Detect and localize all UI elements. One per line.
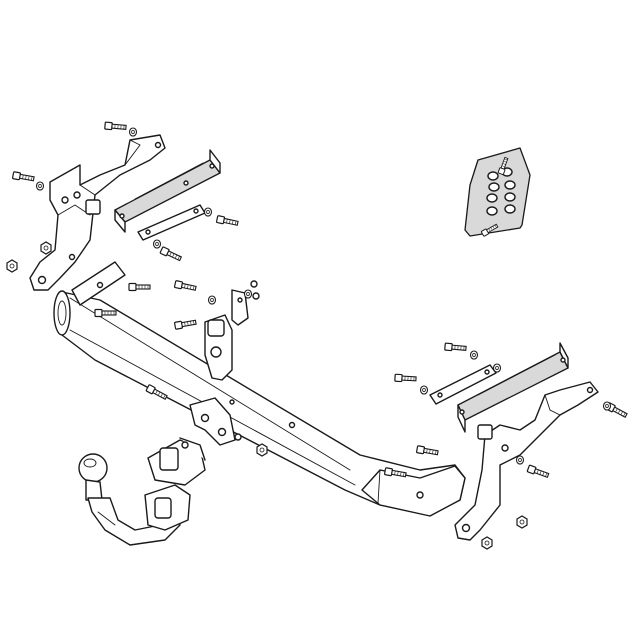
right-side-bracket xyxy=(454,381,599,541)
main-crossbar xyxy=(53,261,466,517)
tow-ball-neck xyxy=(78,453,181,546)
right-upper-channel xyxy=(457,342,569,433)
left-side-bracket xyxy=(29,134,166,291)
left-upper-channel xyxy=(114,149,221,233)
left-fasteners xyxy=(6,121,239,273)
detachable-coupling-head xyxy=(144,437,206,531)
right-lower-plate xyxy=(429,364,497,405)
fastener-kit-inset xyxy=(464,147,531,237)
electrical-socket-bracket xyxy=(204,280,260,381)
